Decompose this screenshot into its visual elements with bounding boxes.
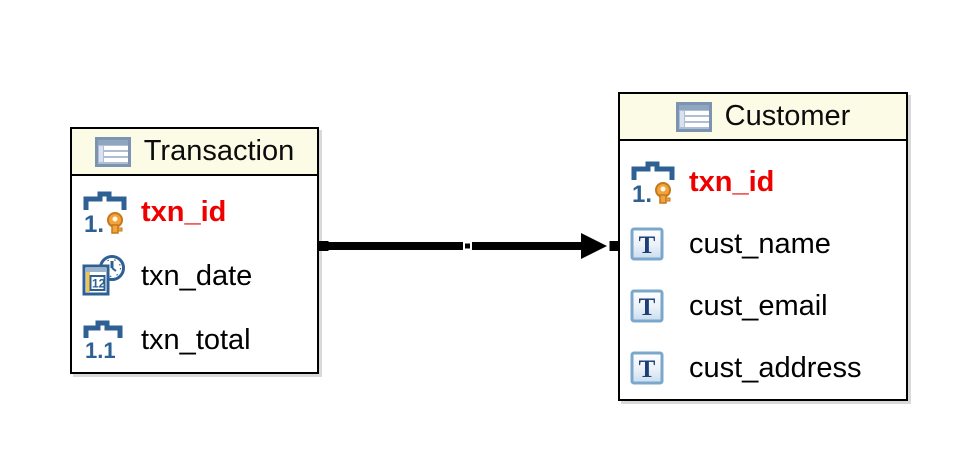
relationship-arrow[interactable] xyxy=(318,230,619,262)
text-type-icon: T xyxy=(630,289,678,323)
table-name: Transaction xyxy=(143,135,295,167)
svg-text:12: 12 xyxy=(92,277,106,291)
numeric-icon: 1.1 xyxy=(82,320,130,360)
table-grid-icon xyxy=(94,136,131,167)
numeric-primary-key-icon: 1. xyxy=(82,189,130,235)
field-label: cust_email xyxy=(689,289,828,322)
field-row-txn-total[interactable]: 1.1 txn_total xyxy=(72,308,317,372)
numeric-primary-key-icon: 1. xyxy=(630,159,678,205)
svg-text:1.1: 1.1 xyxy=(85,338,116,360)
field-row-txn-id[interactable]: 1. txn_id xyxy=(72,180,317,244)
field-row-txn-id[interactable]: 1. txn_id xyxy=(620,151,906,213)
text-type-icon: T xyxy=(630,227,678,261)
field-label: cust_name xyxy=(689,227,831,260)
field-label: txn_id xyxy=(689,165,775,198)
field-row-cust-email[interactable]: T cust_email xyxy=(620,275,906,337)
field-list-transaction: 1. txn_id xyxy=(72,176,317,372)
table-customer[interactable]: Customer 1. txn_id xyxy=(618,92,908,401)
field-list-customer: 1. txn_id T cust_name xyxy=(620,141,906,399)
text-type-icon: T xyxy=(630,351,678,385)
field-row-cust-address[interactable]: T cust_address xyxy=(620,337,906,399)
svg-text:T: T xyxy=(639,294,656,321)
table-grid-icon xyxy=(675,101,712,132)
table-header-transaction[interactable]: Transaction xyxy=(72,129,317,176)
field-row-cust-name[interactable]: T cust_name xyxy=(620,213,906,275)
field-label: txn_id xyxy=(141,195,227,228)
field-label: txn_total xyxy=(141,323,251,356)
svg-text:T: T xyxy=(639,356,656,383)
table-transaction[interactable]: Transaction 1. txn_id xyxy=(70,127,319,374)
table-name: Customer xyxy=(724,100,851,132)
field-label: cust_address xyxy=(689,351,862,384)
table-header-customer[interactable]: Customer xyxy=(620,94,906,141)
svg-text:1.: 1. xyxy=(632,181,652,205)
field-row-txn-date[interactable]: 12 txn_date xyxy=(72,244,317,308)
svg-text:1.: 1. xyxy=(84,211,104,235)
svg-text:T: T xyxy=(639,232,656,259)
field-label: txn_date xyxy=(141,259,253,292)
datetime-icon: 12 xyxy=(82,254,130,298)
